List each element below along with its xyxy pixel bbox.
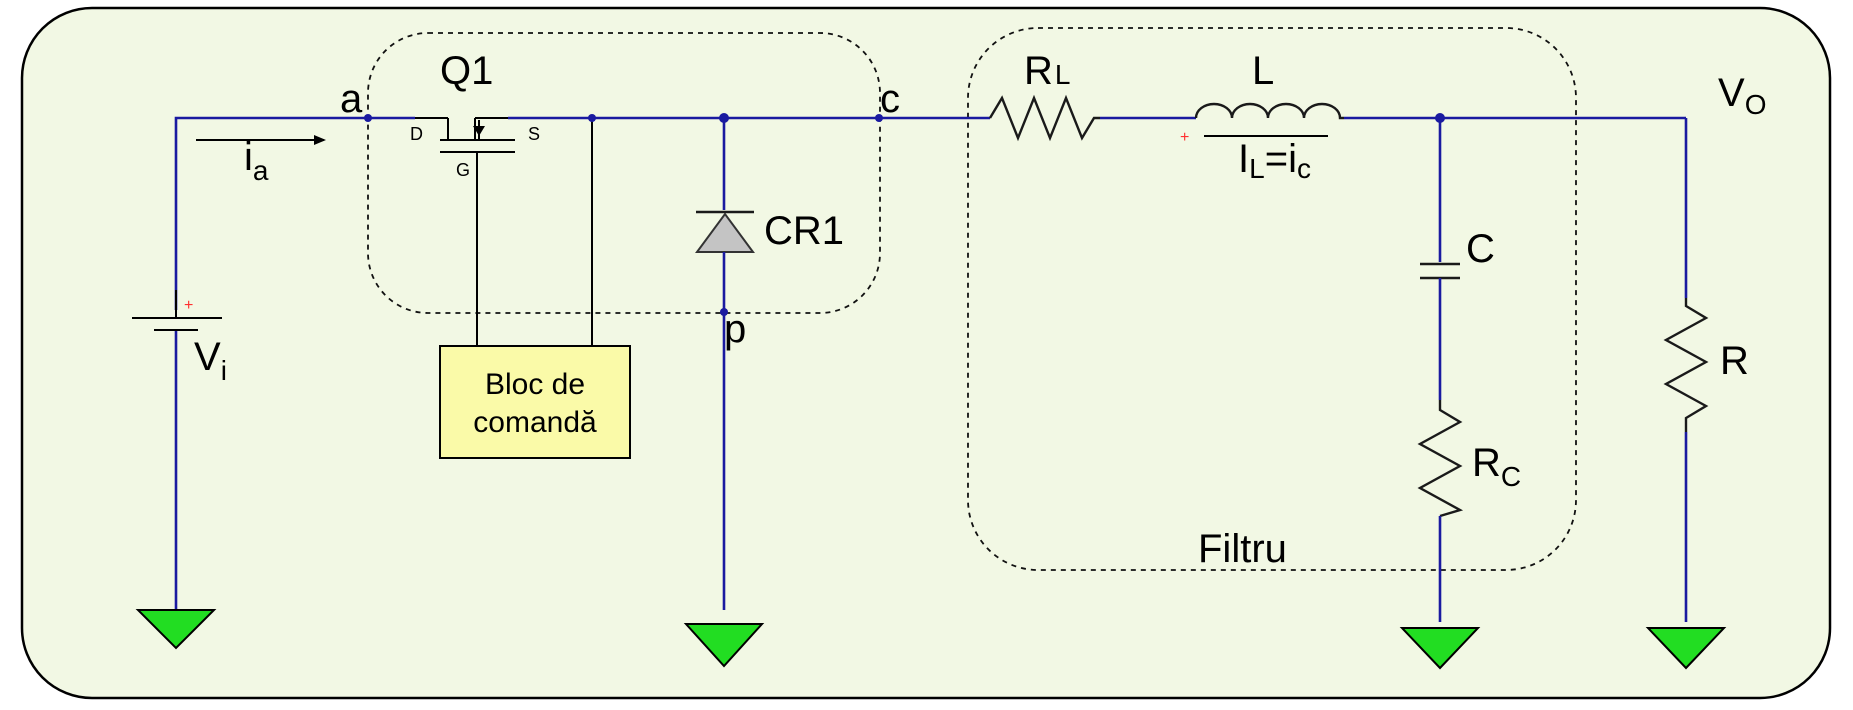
inductor-icon — [1194, 102, 1344, 120]
drain-label: D — [410, 124, 423, 144]
resistor-icon — [1417, 400, 1464, 518]
node-p-dot — [720, 308, 728, 316]
junction-dot — [1435, 113, 1445, 123]
mosfet-icon — [415, 117, 515, 346]
node-c-label: c — [880, 77, 900, 121]
node-a-label: a — [340, 77, 363, 121]
junction-dot — [588, 114, 596, 122]
rc-label: RC — [1472, 441, 1521, 492]
ground-icon — [1645, 627, 1727, 670]
capacitor-label: C — [1466, 227, 1495, 271]
filter-group-box — [967, 27, 1577, 571]
ground-icon — [135, 609, 217, 650]
diode-label: CR1 — [764, 209, 844, 253]
control-block — [439, 345, 631, 459]
rl-label: RL — [1024, 49, 1070, 93]
input-current-label: ia — [244, 135, 269, 186]
inductor-label: L — [1252, 49, 1274, 93]
resistor-icon — [988, 94, 1100, 142]
ground-icon — [683, 623, 765, 668]
inductor-current-label: IL=ic — [1238, 137, 1311, 184]
source-label-vi: Vi — [194, 335, 227, 386]
load-label: R — [1720, 339, 1749, 383]
control-block-line1: Bloc de — [485, 368, 585, 401]
polarity-mark: + — [1180, 129, 1189, 146]
node-a-dot — [364, 114, 372, 122]
node-c-dot — [875, 114, 883, 122]
wire-input-top — [174, 116, 415, 310]
gate-label: G — [456, 160, 470, 180]
ground-icon — [1399, 627, 1481, 670]
node-p-label: p — [724, 307, 746, 351]
diagram-panel — [20, 6, 1832, 700]
junction-dot — [719, 113, 729, 123]
output-label: VO — [1718, 71, 1766, 120]
resistor-icon — [1663, 298, 1709, 432]
filter-label: Filtru — [1198, 527, 1287, 571]
switch-label: Q1 — [440, 49, 493, 93]
control-block-line2: comandă — [473, 406, 597, 439]
source-label: S — [528, 124, 540, 144]
battery-polarity-mark: + — [184, 297, 193, 314]
